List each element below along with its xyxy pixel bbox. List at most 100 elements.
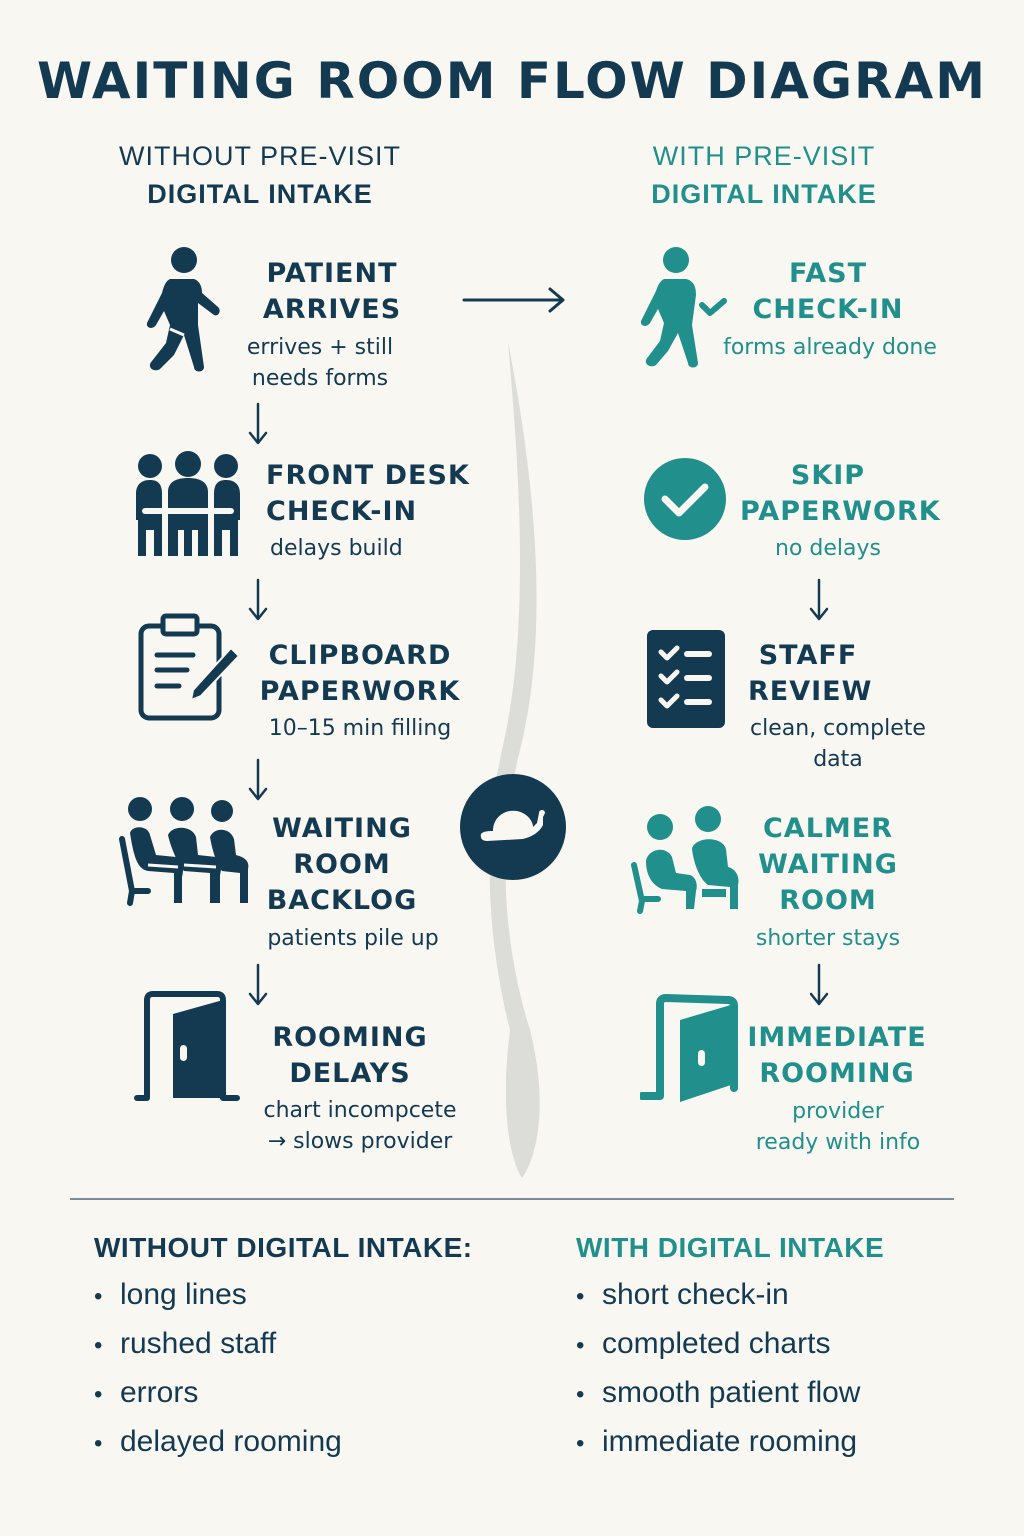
seated-crowd-icon [119, 797, 249, 906]
bullet-icon: • [576, 1283, 585, 1310]
left-step-clipboard [137, 612, 245, 726]
right-arrow-icon [462, 287, 565, 313]
list-item-text: smooth patient flow [602, 1376, 861, 1409]
check-circle-icon [644, 458, 726, 540]
down-arrow-icon [809, 963, 829, 1006]
right-step3-desc: clean, complete data [730, 713, 946, 775]
list-item: • immediate rooming [576, 1417, 996, 1466]
right-step-staff-review [647, 630, 725, 732]
right-step5-desc-line2: ready with info [755, 1130, 921, 1155]
right-step1-title-line1: FAST [788, 258, 868, 289]
right-step4-title-line1: CALMER [762, 813, 894, 844]
left-step3-title-line2: PAPERWORK [259, 676, 461, 707]
right-step3-desc-line2: data [813, 747, 863, 772]
list-item-text: completed charts [602, 1327, 831, 1360]
list-item-text: errors [120, 1376, 199, 1409]
left-step4-title-line3: BACKLOG [266, 885, 418, 916]
list-item-text: delayed rooming [120, 1425, 342, 1458]
right-step1-desc-line1: forms already done [723, 335, 937, 360]
down-arrow-icon [248, 963, 268, 1006]
right-step2-title-line1: SKIP [790, 460, 866, 491]
down-arrow-icon [248, 578, 268, 621]
list-item: • short check-in [576, 1270, 996, 1319]
center-spine-divider [489, 342, 540, 1178]
bullet-icon: • [94, 1283, 103, 1310]
right-step3-desc-line1: clean, complete [750, 716, 926, 741]
left-step2-desc-line1: delays build [270, 536, 403, 561]
right-step1-title: FAST CHECK-IN [740, 256, 916, 328]
summary-with-list: • short check-in • completed charts • smoot… [576, 1270, 996, 1466]
right-step4-title-line2: WAITING [758, 849, 898, 880]
walking-person-icon [146, 247, 220, 372]
summary-without-list: • long lines • rushed staff •errors • delay… [94, 1270, 534, 1466]
left-step3-desc: 10–15 min filling [255, 713, 465, 744]
right-column-heading: WITH PRE-VISIT DIGITAL INTAKE [564, 137, 964, 213]
summary-without-heading: WITHOUT DIGITAL INTAKE: [94, 1232, 473, 1263]
left-heading-line2: DIGITAL INTAKE [147, 179, 373, 209]
open-door-icon [638, 994, 738, 1102]
right-step4-title-line3: ROOM [779, 885, 877, 916]
list-item-text: rushed staff [120, 1327, 277, 1360]
list-item-text: long lines [120, 1278, 247, 1311]
left-step3-desc-line1: 10–15 min filling [268, 716, 452, 741]
list-item: • completed charts [576, 1319, 996, 1368]
list-item: • rushed staff [94, 1319, 534, 1368]
summary-without: WITHOUT DIGITAL INTAKE: • long lines • rus… [94, 1232, 534, 1466]
bullet-icon: • [576, 1332, 585, 1359]
door-icon [134, 991, 240, 1101]
down-arrow-icon [809, 578, 829, 621]
left-step2-title: FRONT DESK CHECK-IN [266, 458, 476, 530]
right-step1-desc: forms already done [712, 332, 948, 363]
right-step5-title-line2: ROOMING [759, 1058, 915, 1089]
right-heading-line2: DIGITAL INTAKE [651, 179, 877, 209]
left-column-heading: WITHOUT PRE-VISIT DIGITAL INTAKE [60, 137, 460, 213]
left-step5-desc-line1: chart incompcete [263, 1098, 457, 1123]
page-title: WAITING ROOM FLOW DIAGRAM [37, 52, 987, 110]
list-item: • long lines [94, 1270, 534, 1319]
left-step1-title-line2: ARRIVES [262, 294, 402, 325]
summary-with: WITH DIGITAL INTAKE • short check-in • com… [576, 1232, 996, 1466]
right-step2-title-line2: PAPERWORK [740, 496, 941, 527]
right-step2-title: SKIP PAPERWORK [740, 458, 941, 530]
right-heading-line1: WITH PRE-VISIT [652, 141, 876, 171]
summary-with-heading: WITH DIGITAL INTAKE [576, 1232, 885, 1263]
left-step5-title-line2: DELAYS [289, 1058, 411, 1089]
right-step5-title-line1: IMMEDIATE [747, 1022, 927, 1053]
left-step3-title: CLIPBOARD PAPERWORK [255, 638, 465, 710]
right-step5-desc-line1: provider [792, 1099, 884, 1124]
left-step-patient-arrives [140, 245, 224, 377]
left-step5-desc-line2: → slows provider [267, 1129, 453, 1154]
right-step2-desc-line1: no delays [775, 536, 881, 561]
clipboard-pen-icon [138, 613, 241, 721]
snail-icon [460, 774, 566, 880]
right-step-fast-checkin [636, 245, 728, 373]
left-step5-desc: chart incompcete → slows provider [240, 1095, 480, 1157]
left-step4-title-line1: WAITING [272, 813, 412, 844]
down-arrow-icon [248, 758, 268, 801]
bullet-icon: • [94, 1430, 103, 1457]
left-step1-title: PATIENT ARRIVES [252, 256, 412, 328]
left-step4-title-line2: ROOM [293, 849, 391, 880]
left-step5-title: ROOMING DELAYS [260, 1020, 440, 1092]
left-step1-title-line1: PATIENT [266, 258, 398, 289]
list-item: •errors [94, 1368, 534, 1417]
bullet-icon: • [576, 1381, 585, 1408]
list-item-text: short check-in [602, 1278, 789, 1311]
checklist-icon [647, 630, 725, 728]
bullet-icon: • [576, 1430, 585, 1457]
right-step5-title: IMMEDIATE ROOMING [742, 1020, 932, 1092]
left-step1-desc-line1: errives + still [246, 335, 394, 360]
left-step1-desc: errives + still needs forms [220, 332, 420, 394]
left-step3-title-line1: CLIPBOARD [268, 640, 452, 671]
section-divider [70, 1198, 954, 1200]
list-item-text: immediate rooming [602, 1425, 858, 1458]
right-step-calmer-waiting [628, 805, 742, 919]
bullet-icon: • [94, 1332, 103, 1359]
right-step4-desc-line1: shorter stays [755, 926, 901, 951]
right-step3-title-line2: REVIEW [748, 676, 873, 707]
snail-badge [459, 773, 567, 881]
left-step1-desc-line2: needs forms [251, 366, 389, 391]
left-step-waiting-backlog [118, 795, 252, 911]
left-step4-desc-line1: patients pile up [267, 926, 439, 951]
left-step5-title-line1: ROOMING [272, 1022, 428, 1053]
